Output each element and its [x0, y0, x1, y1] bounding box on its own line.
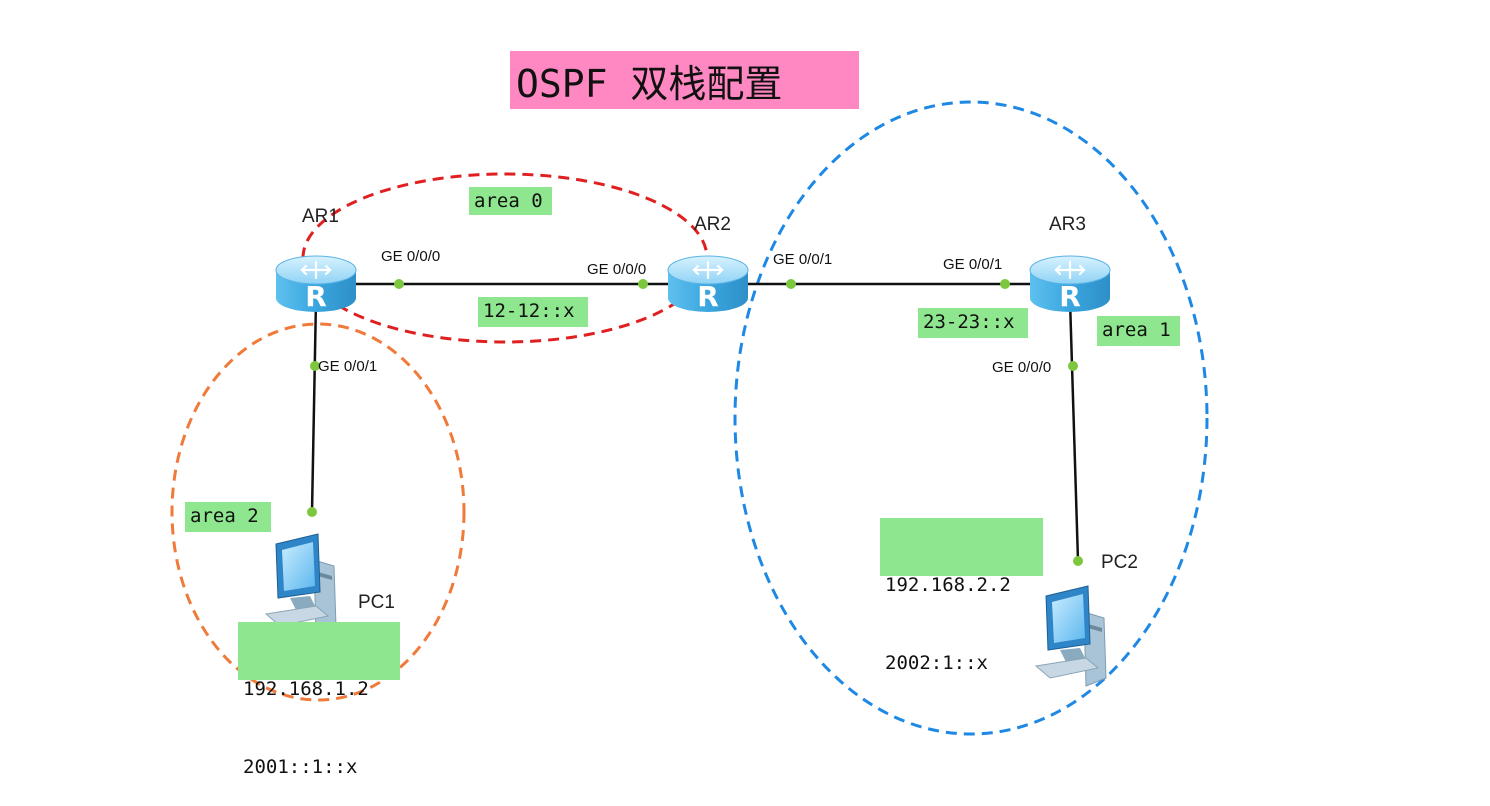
area1-boundary: [733, 100, 1209, 736]
pc2-ipv6: 2002:1::x: [885, 652, 988, 674]
network-label-ar1-ar2: 12-12::x: [478, 297, 588, 327]
router-icon[interactable]: [1028, 254, 1112, 315]
area-label-2: area 2: [185, 502, 271, 532]
interface-label: GE 0/0/0: [587, 261, 647, 278]
page-title: OSPF 双栈配置: [510, 51, 859, 109]
pc-icon[interactable]: [265, 533, 337, 635]
pc1-ipv6: 2001::1::x: [243, 756, 358, 778]
port-dot: [638, 279, 648, 289]
interface-label: GE 0/0/1: [943, 256, 1003, 273]
device-label-pc2: PC2: [1101, 552, 1138, 573]
pc1-ipv4: 192.168.1.2: [243, 678, 369, 700]
area-label-1: area 1: [1097, 316, 1180, 346]
network-label-ar2-ar3: 23-23::x: [918, 308, 1028, 338]
router-icon[interactable]: [666, 254, 750, 315]
device-label-ar1: AR1: [302, 206, 339, 227]
pc2-address-label: 192.168.2.2 2002:1::x: [880, 518, 1043, 674]
device-label-ar3: AR3: [1049, 214, 1086, 235]
link-ar3-pc2: [1068, 299, 1080, 562]
port-dot: [307, 507, 317, 517]
device-label-pc1: PC1: [358, 592, 395, 613]
interface-label: GE 0/0/1: [773, 251, 833, 268]
port-dot: [310, 361, 320, 371]
interface-label: GE 0/0/0: [381, 248, 441, 265]
pc-icon[interactable]: [1035, 585, 1107, 687]
port-dot: [1068, 361, 1078, 371]
port-dot: [394, 279, 404, 289]
device-label-ar2: AR2: [694, 214, 731, 235]
port-dot: [1000, 279, 1010, 289]
router-icon[interactable]: [274, 254, 358, 315]
pc2-ipv4: 192.168.2.2: [885, 574, 1011, 596]
link-ar1-pc1: [310, 299, 318, 513]
interface-label: GE 0/0/1: [318, 358, 378, 375]
interface-label: GE 0/0/0: [992, 359, 1052, 376]
port-dot: [1073, 556, 1083, 566]
area-label-0: area 0: [469, 187, 552, 215]
pc1-address-label: 192.168.1.2 2001::1::x: [238, 622, 400, 778]
port-dot: [786, 279, 796, 289]
area2-boundary: [170, 322, 466, 702]
